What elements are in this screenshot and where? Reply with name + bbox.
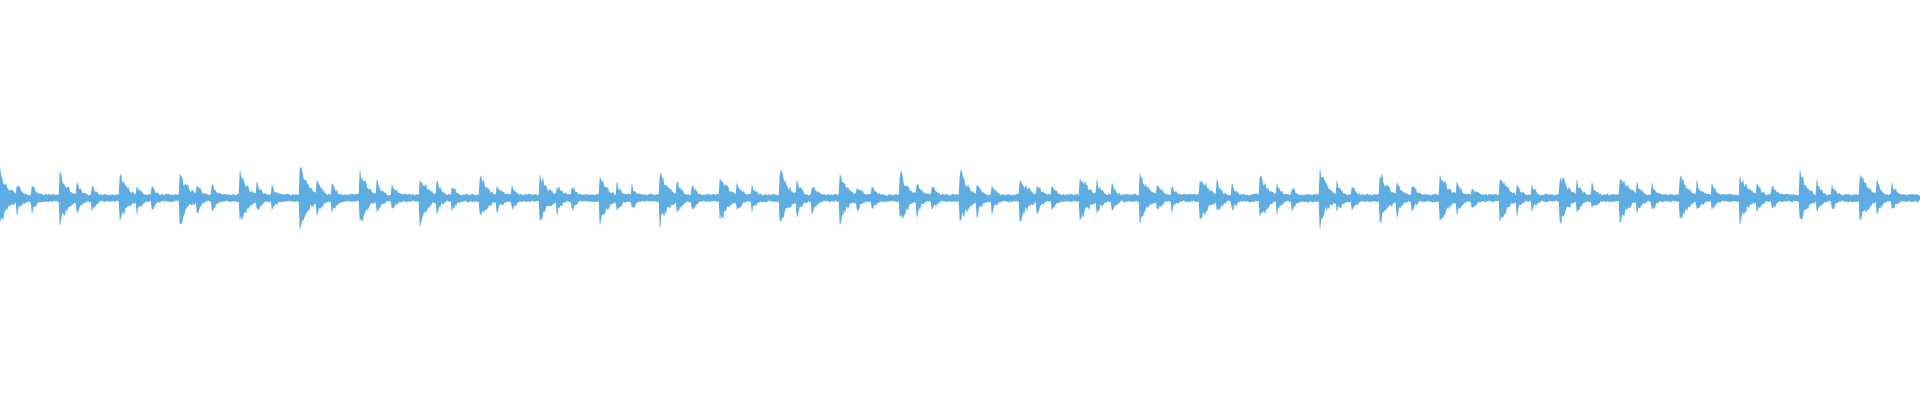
waveform-center-line xyxy=(0,196,1920,200)
waveform-body xyxy=(0,166,1920,229)
